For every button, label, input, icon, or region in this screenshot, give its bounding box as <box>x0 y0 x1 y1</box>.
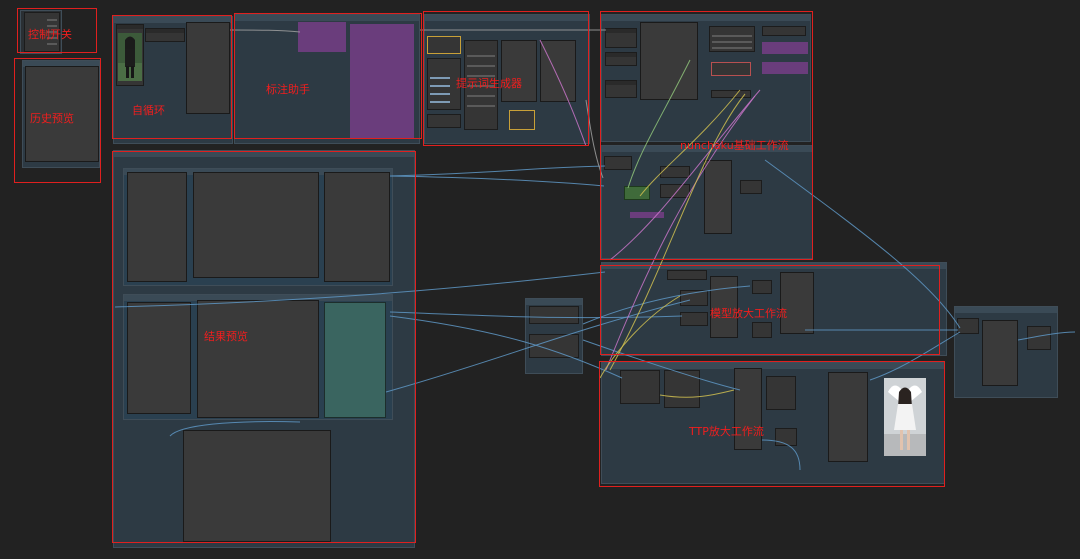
label-result-preview: 结果预览 <box>204 330 248 343</box>
result-image-7[interactable] <box>183 430 331 542</box>
portrait-thumbnail <box>118 33 142 81</box>
prompt-llm-node[interactable] <box>464 40 498 130</box>
label-model-upscale: 模型放大工作流 <box>710 307 787 320</box>
middle-node-2[interactable] <box>529 334 579 358</box>
highlight-result-preview <box>112 151 416 543</box>
label-self-loop: 自循环 <box>132 104 165 117</box>
label-annotation-helper: 标注助手 <box>266 83 310 96</box>
highlight-control-switch <box>17 8 97 53</box>
loop-node[interactable] <box>145 28 185 42</box>
nunchaku-list-node[interactable] <box>709 26 755 52</box>
prompt-param-node[interactable] <box>427 114 461 128</box>
nunchaku-model-loader[interactable] <box>605 28 637 48</box>
annotation-purple-node-small[interactable] <box>298 22 346 52</box>
prompt-settings-node[interactable] <box>427 58 461 110</box>
ttp-preview[interactable] <box>828 372 868 462</box>
prompt-text-node-1[interactable] <box>501 40 537 102</box>
result-image-6[interactable] <box>324 302 386 418</box>
result-image-2[interactable] <box>193 172 319 278</box>
output-preview[interactable] <box>982 320 1018 386</box>
label-control-switch: 控制开关 <box>28 28 72 41</box>
loop-preview-node[interactable] <box>186 22 230 114</box>
label-history-preview: 历史预览 <box>30 112 74 125</box>
output-save-node[interactable] <box>1027 326 1051 350</box>
prompt-input-node[interactable] <box>427 36 461 54</box>
result-image-3[interactable] <box>324 172 390 282</box>
label-prompt-generator: 提示词生成器 <box>456 77 522 90</box>
highlight-ttp-upscale <box>599 361 945 487</box>
highlight-prompt-generator <box>423 11 589 146</box>
label-ttp-upscale: TTP放大工作流 <box>689 425 764 438</box>
nunchaku-purple-1[interactable] <box>762 42 808 54</box>
result-image-5[interactable] <box>197 300 319 418</box>
highlight-history-preview <box>14 58 101 183</box>
middle-node-1[interactable] <box>529 306 579 324</box>
annotation-purple-node-large[interactable] <box>350 24 414 138</box>
highlight-annotation-helper <box>234 13 422 139</box>
nunchaku-red-node[interactable] <box>711 62 751 76</box>
control-switch-node[interactable] <box>24 12 60 52</box>
ttp-output-thumbnail <box>884 378 926 456</box>
nunchaku-purple-2[interactable] <box>762 62 808 74</box>
label-nunchaku-workflow: nunchaku基础工作流 <box>680 139 789 152</box>
highlight-model-upscale <box>600 265 940 355</box>
prompt-output-node[interactable] <box>509 110 535 130</box>
nunchaku-clip-node[interactable] <box>762 26 806 36</box>
highlight-nunchaku-workflow <box>600 11 813 260</box>
history-preview-node[interactable] <box>25 66 99 162</box>
output-node-1[interactable] <box>957 318 979 334</box>
highlight-self-loop <box>112 15 232 139</box>
ttp-node-3[interactable] <box>766 376 796 410</box>
result-image-1[interactable] <box>127 172 187 282</box>
